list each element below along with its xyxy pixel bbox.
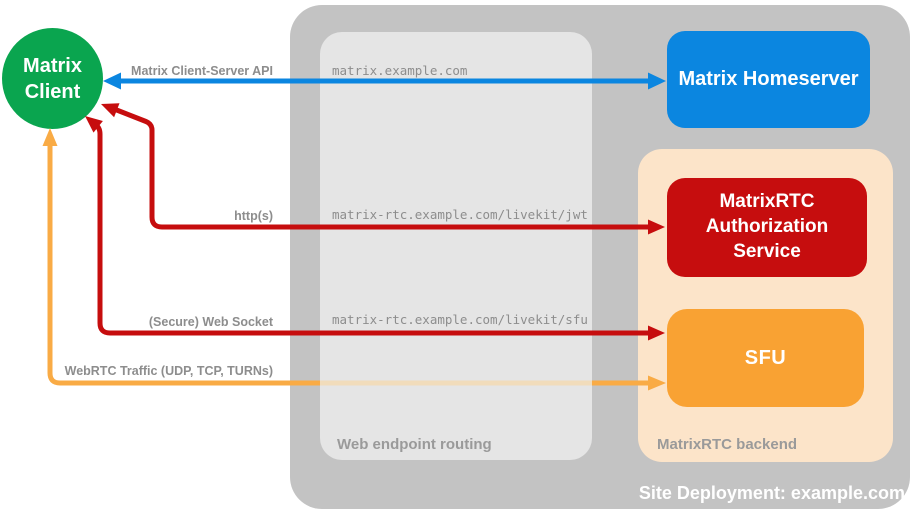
jwt-endpoint-url: matrix-rtc.example.com/livekit/jwt xyxy=(332,207,588,222)
webrtc-traffic-label: WebRTC Traffic (UDP, TCP, TURNs) xyxy=(64,364,273,378)
matrix-homeserver-node: Matrix Homeserver xyxy=(667,31,870,128)
matrix-endpoint-url: matrix.example.com xyxy=(332,63,468,78)
arrowhead-icon xyxy=(85,116,103,133)
arrowhead-icon xyxy=(42,128,58,146)
matrixrtc-auth-service-node: MatrixRTC Authorization Service xyxy=(667,178,867,277)
arrowhead-icon xyxy=(101,103,120,118)
site-deployment-title: Site Deployment: example.com xyxy=(638,483,905,503)
web-socket-label: (Secure) Web Socket xyxy=(148,315,273,329)
sfu-endpoint-url: matrix-rtc.example.com/livekit/sfu xyxy=(332,312,588,327)
matrixrtc-backend-label: MatrixRTC backend xyxy=(657,436,798,453)
matrixrtc-auth-service-label: MatrixRTC Authorization Service xyxy=(705,191,829,262)
matrix-homeserver-label: Matrix Homeserver xyxy=(678,68,859,90)
web-endpoint-routing-box xyxy=(320,32,592,460)
web-endpoint-routing-label: Web endpoint routing xyxy=(337,436,492,453)
matrix-client-label: Matrix Client xyxy=(23,54,82,103)
https-label: http(s) xyxy=(234,209,273,223)
matrix-client-node: Matrix Client xyxy=(2,28,103,129)
sfu-label: SFU xyxy=(744,346,787,369)
client-server-api-label: Matrix Client-Server API xyxy=(131,64,273,78)
webrtc-traffic-arrow xyxy=(47,143,320,386)
sfu-node: SFU xyxy=(667,309,864,407)
